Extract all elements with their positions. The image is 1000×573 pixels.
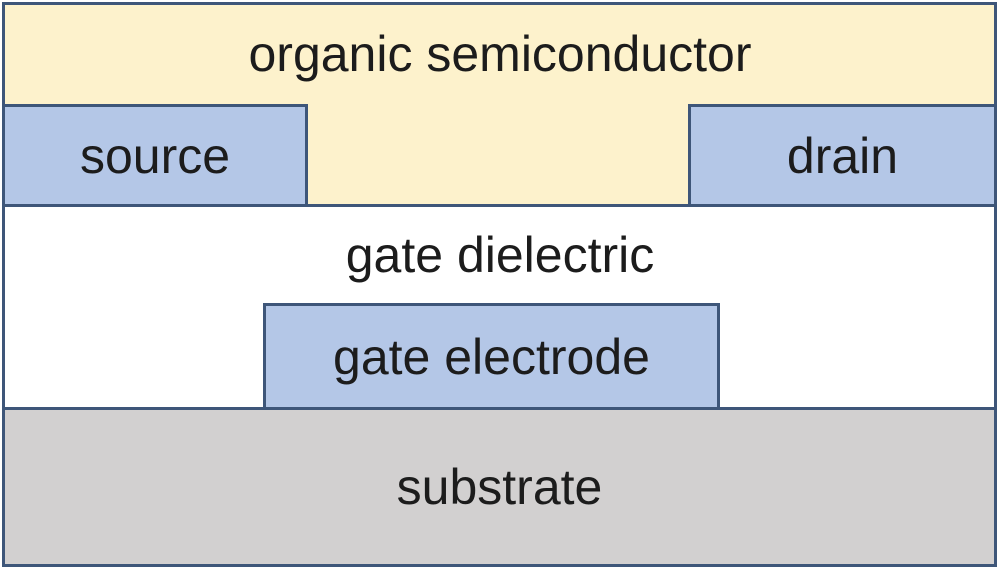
source-label: source bbox=[79, 127, 231, 184]
layer-source-electrode: source bbox=[2, 104, 308, 207]
layer-substrate: substrate bbox=[2, 407, 997, 567]
gate-electrode-label: gate electrode bbox=[333, 328, 650, 385]
substrate-label: substrate bbox=[396, 459, 603, 515]
drain-label: drain bbox=[786, 127, 899, 184]
layer-gate-electrode: gate electrode bbox=[263, 303, 720, 410]
layer-drain-electrode: drain bbox=[688, 104, 997, 207]
